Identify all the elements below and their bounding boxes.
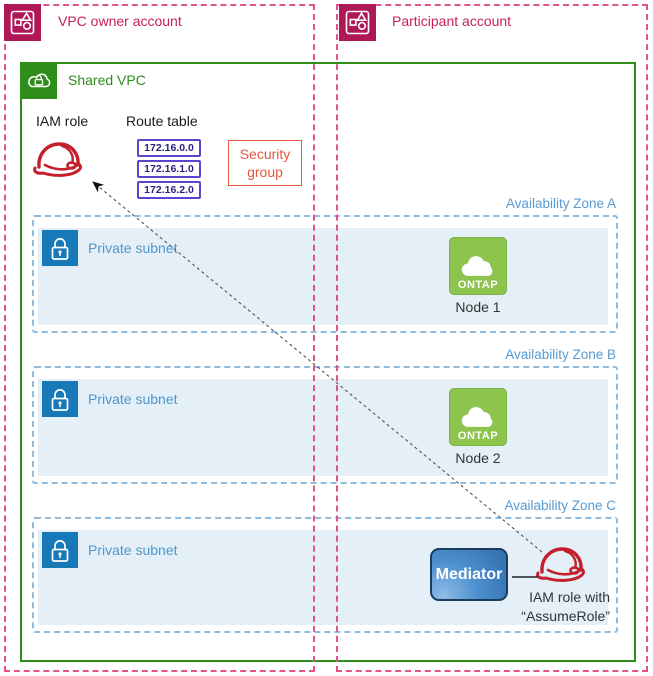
assume-role-label: IAM role with “AssumeRole” (450, 588, 610, 626)
route-entry: 172.16.0.0 (137, 139, 201, 157)
availability-zone-b-label: Availability Zone B (505, 347, 616, 362)
assume-role-line1: IAM role with (529, 589, 610, 605)
availability-zone-c-box: Private subnet Mediator IAM role with “A… (32, 517, 618, 633)
ontap-icon-label: ONTAP (457, 279, 499, 291)
participant-account-label: Participant account (392, 13, 512, 29)
vpc-owner-account-label: VPC owner account (58, 13, 182, 29)
availability-zone-a-label: Availability Zone A (505, 196, 616, 211)
route-entry: 172.16.2.0 (137, 181, 201, 199)
node-1-label: Node 1 (455, 299, 501, 315)
route-table-label: Route table (126, 113, 198, 129)
private-subnet-lock-icon (42, 532, 78, 568)
shared-vpc-label: Shared VPC (68, 72, 146, 88)
aws-account-icon (4, 4, 41, 41)
route-table: 172.16.0.0 172.16.1.0 172.16.2.0 (137, 139, 201, 199)
ontap-icon-label: ONTAP (457, 430, 499, 442)
ontap-icon: ONTAP (449, 237, 507, 295)
private-subnet-label: Private subnet (88, 240, 178, 256)
iam-role-hat-icon (32, 138, 86, 185)
iam-role-label: IAM role (36, 113, 89, 129)
availability-zone-c-label: Availability Zone C (504, 498, 616, 513)
private-subnet-lock-icon (42, 381, 78, 417)
availability-zone-a-box: Private subnet ONTAP Node 1 (32, 215, 618, 333)
node-2-label: Node 2 (455, 450, 501, 466)
assume-role-hat-icon (535, 543, 589, 590)
ontap-icon: ONTAP (449, 388, 507, 446)
ontap-node-1: ONTAP Node 1 (447, 237, 509, 315)
security-group-box: Security group (228, 140, 302, 186)
route-entry: 172.16.1.0 (137, 160, 201, 178)
vpc-cloud-lock-icon (20, 62, 57, 99)
assume-role-line2: “AssumeRole” (521, 608, 610, 624)
aws-account-icon (339, 4, 376, 41)
shared-vpc-box (20, 62, 636, 662)
availability-zone-b-box: Private subnet ONTAP Node 2 (32, 366, 618, 484)
private-subnet-lock-icon (42, 230, 78, 266)
ontap-node-2: ONTAP Node 2 (447, 388, 509, 466)
private-subnet-label: Private subnet (88, 391, 178, 407)
private-subnet-label: Private subnet (88, 542, 178, 558)
